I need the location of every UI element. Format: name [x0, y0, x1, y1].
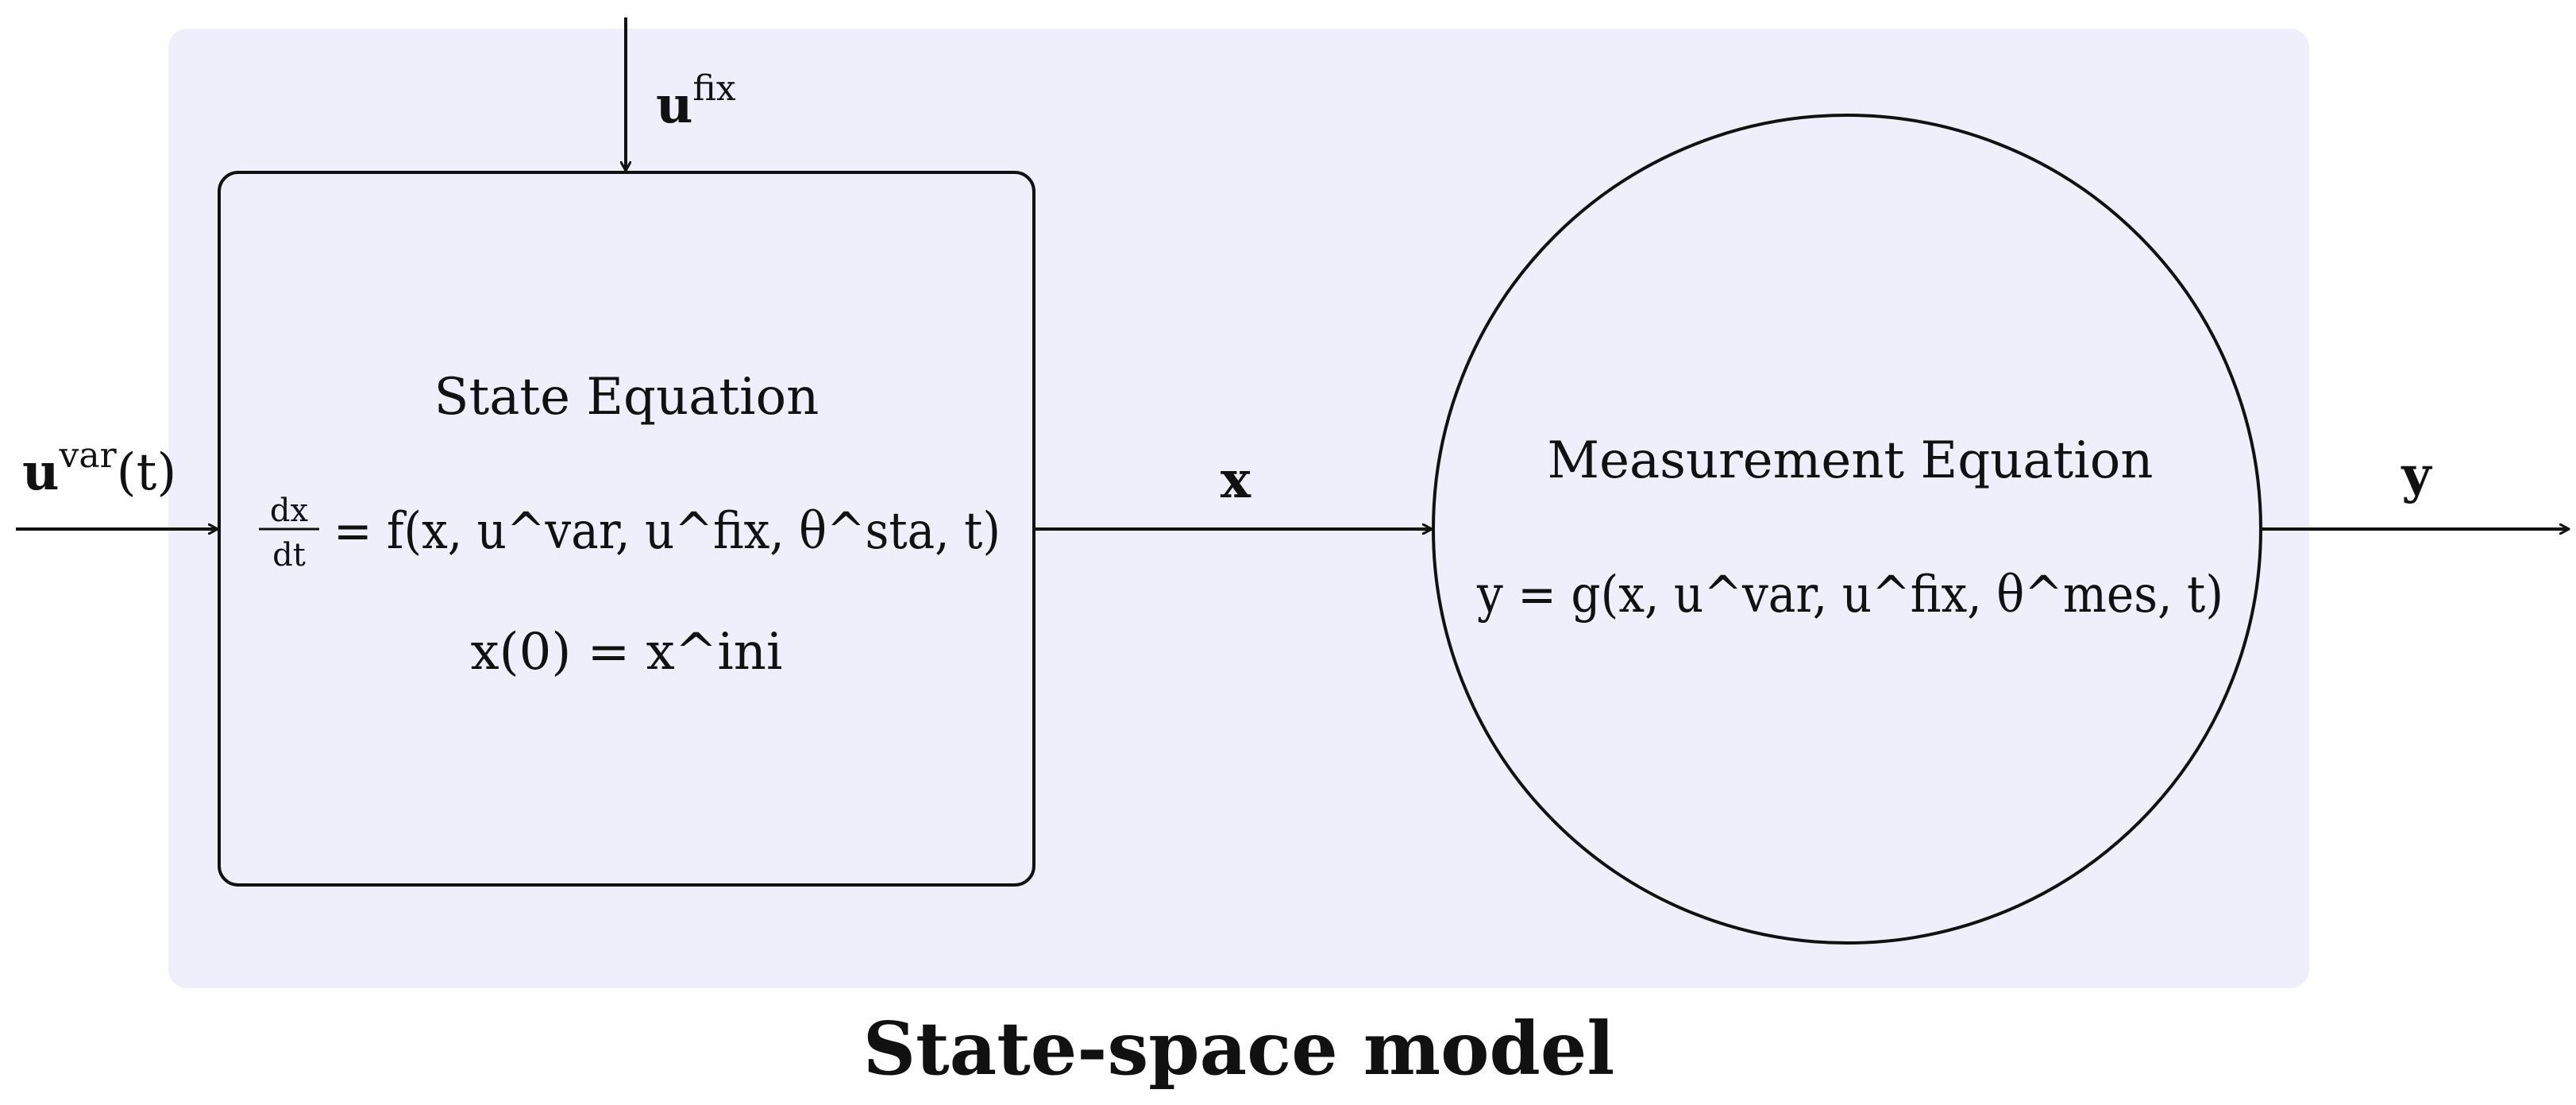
- y-output-label: y: [2401, 446, 2432, 505]
- u-fix-label: ufix: [656, 68, 736, 135]
- model-background-panel: [168, 29, 2309, 988]
- derivative-numerator: dx: [270, 493, 309, 529]
- u-var-label: uvar(t): [22, 435, 176, 502]
- derivative-denominator: dt: [272, 537, 306, 574]
- initial-condition: x(0) = x^ini: [471, 623, 783, 682]
- diagram-title: State-space model: [863, 1006, 1615, 1091]
- state-equation-rhs: = f(x, u^var, u^fix, θ^sta, t): [334, 502, 1001, 561]
- x-link-label: x: [1221, 450, 1251, 510]
- state-equation-title: State Equation: [434, 368, 819, 427]
- measurement-equation-title: Measurement Equation: [1548, 431, 2154, 490]
- measurement-equation: y = g(x, u^var, u^fix, θ^mes, t): [1476, 566, 2223, 624]
